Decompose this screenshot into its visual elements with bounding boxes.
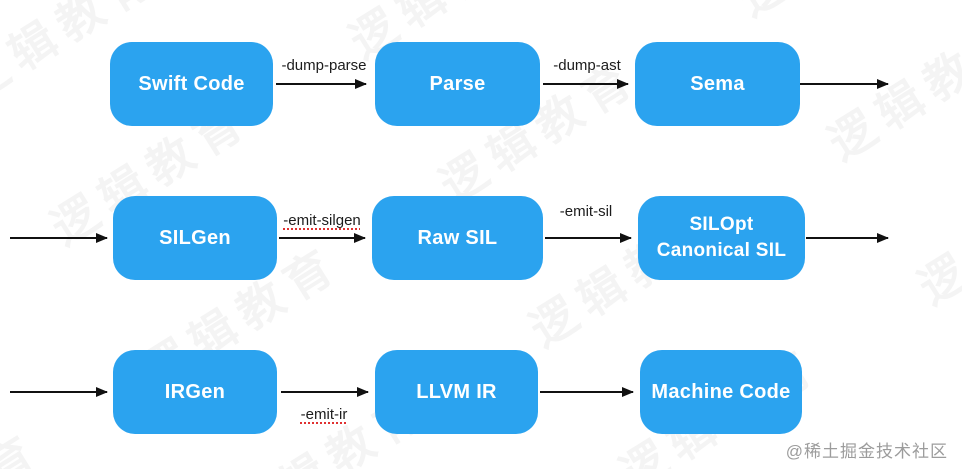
edge-label-emit-sil: -emit-sil [559, 203, 613, 220]
edge-label-dump-ast: -dump-ast [553, 57, 621, 74]
node-label: Raw SIL [417, 226, 498, 249]
node-swift-code: Swift Code [110, 42, 273, 126]
node-raw-sil: Raw SIL [372, 196, 543, 280]
node-label: Parse [429, 72, 486, 95]
node-irgen: IRGen [113, 350, 277, 434]
node-label: LLVM IR [416, 380, 497, 403]
credit-watermark: @稀土掘金技术社区 [785, 442, 948, 461]
node-label: IRGen [164, 380, 226, 403]
node-label: SILGen [159, 226, 231, 249]
node-label: Machine Code [651, 380, 791, 403]
node-label-line2: Canonical SIL [656, 240, 787, 261]
node-llvm-ir: LLVM IR [375, 350, 538, 434]
node-machine-code: Machine Code [640, 350, 802, 434]
node-parse: Parse [375, 42, 540, 126]
node-silgen: SILGen [113, 196, 277, 280]
node-sema: Sema [635, 42, 800, 126]
edge-label-emit-silgen: -emit-silgen [283, 212, 361, 229]
node-label-line1: SILOpt [689, 214, 754, 236]
node-label: Sema [690, 72, 745, 95]
edge-label-dump-parse: -dump-parse [281, 57, 367, 74]
edge-label-emit-ir: -emit-ir [300, 406, 348, 423]
node-label: Swift Code [138, 72, 245, 95]
node-silopt-canonical-sil: SILOpt Canonical SIL [638, 196, 805, 280]
